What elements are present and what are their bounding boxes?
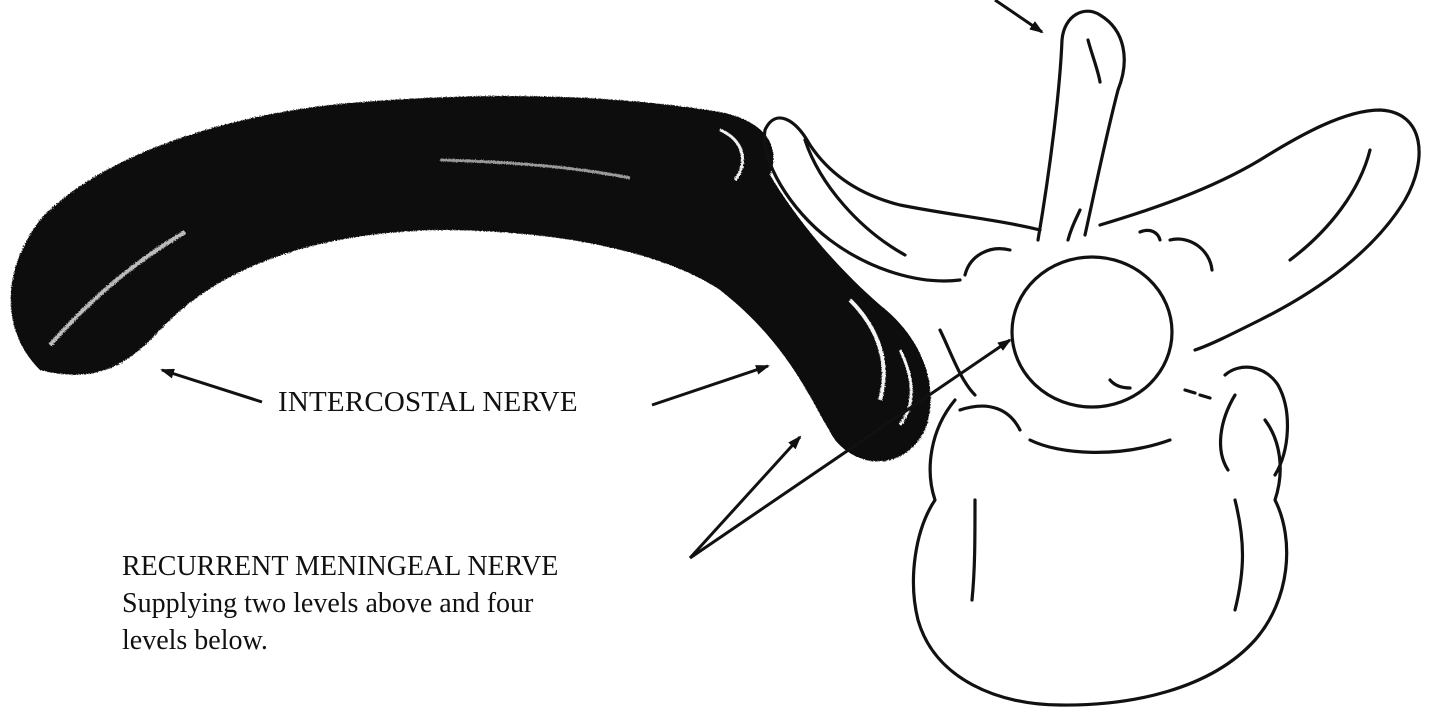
intercostal-nerve-label: INTERCOSTAL NERVE: [278, 386, 578, 419]
recurrent-meningeal-desc-line-2: levels below.: [122, 622, 558, 659]
arrow-intercostal-left: [162, 370, 262, 402]
arrows: [162, 0, 1042, 558]
arrow-meningeal-lower: [690, 437, 800, 558]
recurrent-meningeal-nerve-title: RECURRENT MENINGEAL NERVE: [122, 548, 558, 585]
recurrent-meningeal-desc-line-1: Supplying two levels above and four: [122, 585, 558, 622]
arrow-intercostal-right: [652, 366, 768, 405]
recurrent-meningeal-nerve-label-block: RECURRENT MENINGEAL NERVE Supplying two …: [122, 548, 558, 659]
arrow-to-spinous-process: [995, 0, 1042, 32]
